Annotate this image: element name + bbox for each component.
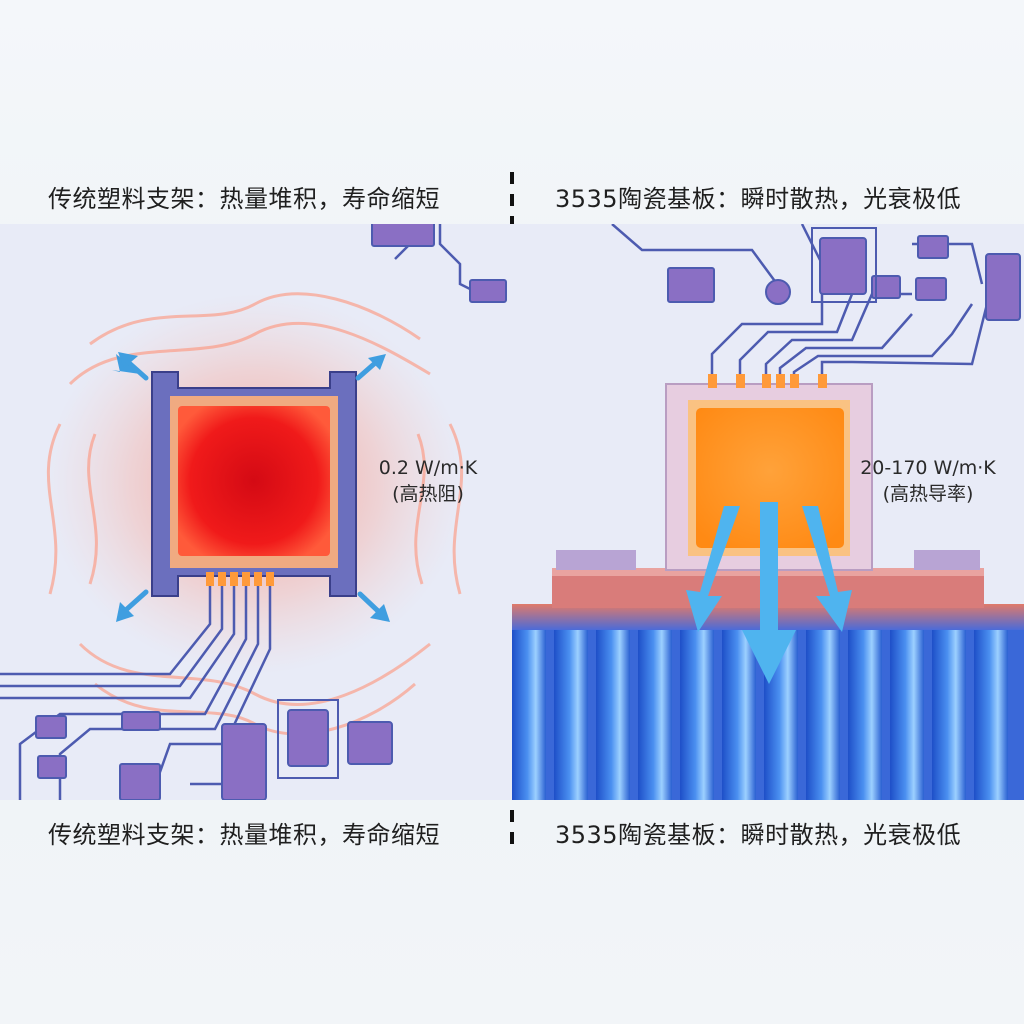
heat-dissipation-arrows [686,502,852,684]
right-conductivity-label: 20-170 W/m·K (高热导率) [858,455,998,507]
plastic-bracket-illustration [0,224,507,800]
heat-spread-arrow-shafts [124,359,381,614]
substrate-pins [708,374,827,388]
circuit-components-right [667,235,1021,321]
component-outline [277,699,339,779]
hot-led-chip [178,406,330,556]
left-panel-title: 传统塑料支架：热量堆积，寿命缩短 [48,185,440,213]
via-pad [765,279,791,305]
left-conductivity-value: 0.2 W/m·K [378,457,478,479]
left-conductivity-label: 0.2 W/m·K (高热阻) [364,455,492,507]
plastic-bracket-panel [0,224,512,800]
right-conductivity-note: (高热导率) [882,483,974,505]
right-panel-title: 3535陶瓷基板：瞬时散热，光衰极低 [555,185,962,213]
bracket-pins [206,572,274,586]
heat-spread-arrows [112,352,390,622]
circuit-components [35,224,507,800]
right-conductivity-value: 20-170 W/m·K [860,457,996,479]
left-panel-caption: 传统塑料支架：热量堆积，寿命缩短 [48,821,440,849]
right-panel-caption: 3535陶瓷基板：瞬时散热，光衰极低 [555,821,962,849]
left-conductivity-note: (高热阻) [392,483,464,505]
ceramic-substrate-illustration [512,224,1024,800]
component-outline-right [811,227,877,303]
ceramic-substrate-panel [512,224,1024,800]
